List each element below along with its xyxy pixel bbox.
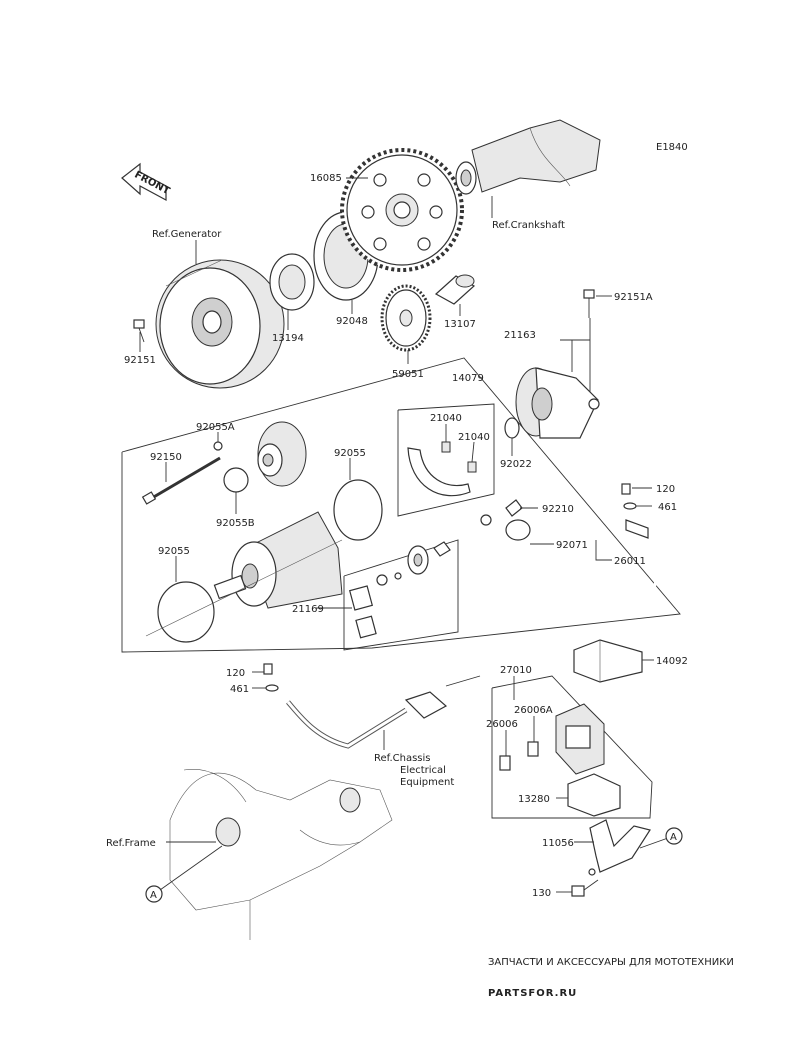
watermark: ЗАПЧАСТИ И АКСЕССУАРЫ ДЛЯ МОТОТЕХНИКИ PA… [488,957,734,999]
ref-chassis-label-2: Electrical [400,765,446,776]
part-11056-bracket [588,819,651,876]
label-461-lower: 461 [230,684,249,695]
part-59051-gear [380,284,432,352]
part-26006-fuses [499,741,539,771]
starter-rear-cover [257,421,307,487]
label-21163: 21163 [504,330,536,341]
label-120-lower: 120 [226,668,245,679]
part-92048-ring [313,211,379,301]
label-27010: 27010 [500,665,532,676]
part-13107-shaft [434,274,476,305]
label-92151: 92151 [124,355,156,366]
label-21169: 21169 [292,604,324,615]
watermark-logo: PARTSFOR.RU [488,988,577,999]
part-92055B-oring [223,467,249,493]
leader-26011 [595,540,612,561]
watermark-line1: ЗАПЧАСТИ И АКСЕССУАРЫ ДЛЯ МОТОТЕХНИКИ [488,957,734,968]
part-13194-clutch [269,253,315,311]
leader-callout-a-left [159,845,223,891]
label-13107: 13107 [444,319,476,330]
axis-line [145,539,343,637]
label-92151A: 92151A [614,292,653,303]
ref-generator-label: Ref.Generator [152,229,222,240]
callout-a-right-letter: A [670,832,677,843]
label-130: 130 [532,888,551,899]
part-16085-gear [340,148,464,272]
label-16085: 16085 [310,173,342,184]
starter-motor [213,511,343,609]
label-26006: 26006 [486,719,518,730]
label-13194: 13194 [272,333,304,344]
generator-rotor [155,259,285,389]
label-59051: 59051 [392,369,424,380]
part-92210-nut [407,499,523,575]
part-92055A-oring [213,441,223,451]
label-120-upper: 120 [656,484,675,495]
part-92150-bolt [141,456,221,505]
part-92151-bolt [133,319,145,343]
part-92055-oring-top [333,479,383,541]
callout-a-left: A [145,885,163,903]
part-92022-oring [504,417,520,439]
label-21040a: 21040 [430,413,462,424]
label-14092: 14092 [656,656,688,667]
label-26006A: 26006A [514,705,553,716]
group-outline-relay [491,675,653,819]
label-92210: 92210 [542,504,574,515]
label-92055B: 92055B [216,518,255,529]
label-92055-left: 92055 [158,546,190,557]
ref-frame-label: Ref.Frame [106,838,156,849]
callout-a-left-letter: A [150,890,157,901]
ref-chassis-label-3: Equipment [400,777,454,788]
label-461-upper: 461 [658,502,677,513]
part-13280-boot [567,773,621,817]
leader-to-cover [445,675,481,687]
label-26011: 26011 [614,556,646,567]
group-outline-brush-holder [397,403,495,517]
crankshaft [455,119,601,195]
ref-chassis-label-1: Ref.Chassis [374,753,430,764]
label-92071: 92071 [556,540,588,551]
part-21163-cover [515,367,600,439]
label-14079: 14079 [452,373,484,384]
part-26011-cable [480,514,662,615]
label-11056: 11056 [542,838,574,849]
callout-a-right: A [665,827,683,845]
part-130-bolt [571,879,599,897]
part-14092-relay-cover [573,639,643,683]
label-21040b: 21040 [458,432,490,443]
label-92055A: 92055A [196,422,235,433]
part-92055-oring-left [157,581,215,643]
part-21169-brushes [348,572,402,639]
label-92055-top: 92055 [334,448,366,459]
leader-21040b [471,441,475,463]
frame-outline [169,769,393,940]
label-13280: 13280 [518,794,550,805]
part-92151A-bolt [583,289,595,318]
diagram-code: E1840 [656,142,688,153]
label-92150: 92150 [150,452,182,463]
label-92022: 92022 [500,459,532,470]
label-92048: 92048 [336,316,368,327]
ref-crankshaft-label: Ref.Crankshaft [492,220,565,231]
part-120-461-lower [263,663,448,749]
group-outline-starter-assembly [121,357,681,653]
leader-callout-a-right [639,837,669,849]
front-direction-arrow: FRONT [121,162,172,202]
part-27010-relay [555,703,605,775]
part-14079-brush-plate [407,441,477,497]
